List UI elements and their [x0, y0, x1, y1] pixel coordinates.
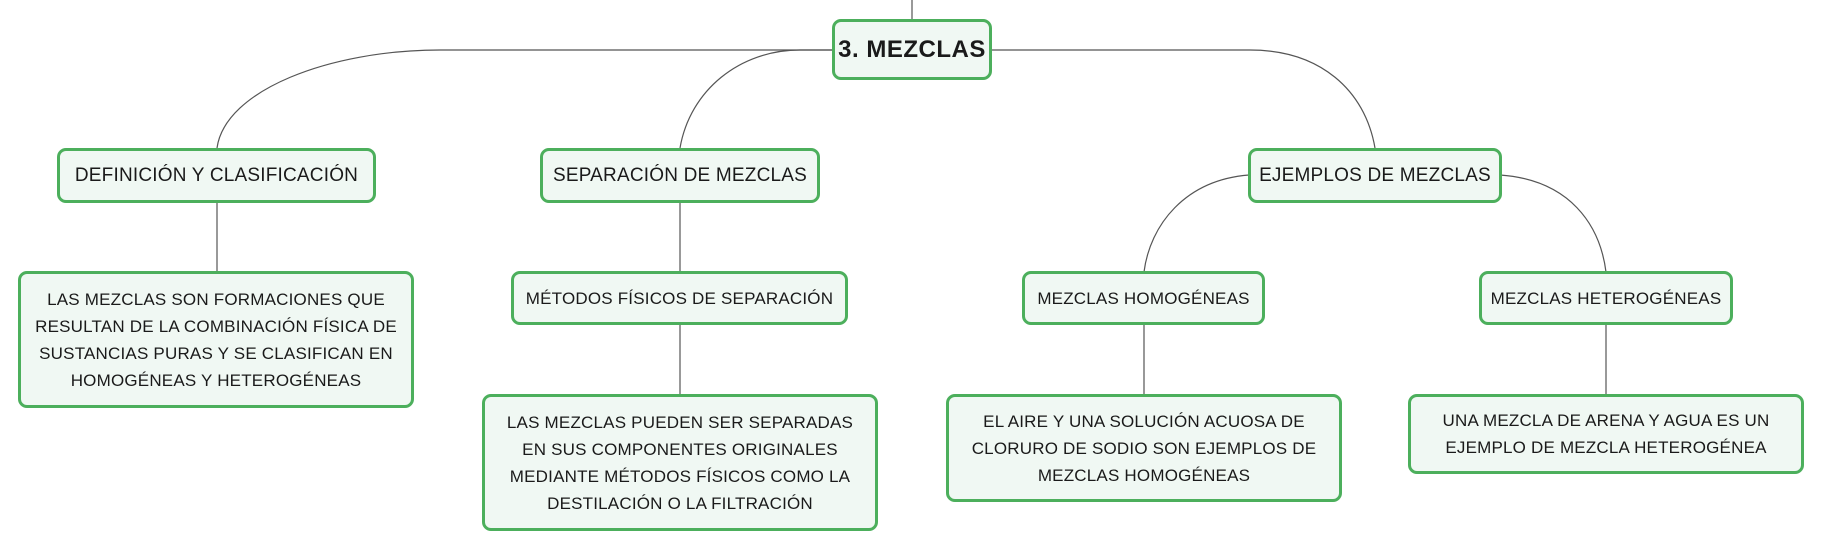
- detail-mezclas-homogeneas[interactable]: EL AIRE Y UNA SOLUCIÓN ACUOSA DE CLORURO…: [946, 394, 1342, 502]
- detail-definicion[interactable]: LAS MEZCLAS SON FORMACIONES QUE RESULTAN…: [18, 271, 414, 408]
- branch-definicion-clasificacion[interactable]: DEFINICIÓN Y CLASIFICACIÓN: [57, 148, 376, 203]
- sub-mezclas-homogeneas[interactable]: MEZCLAS HOMOGÉNEAS: [1022, 271, 1265, 325]
- sub-metodos-fisicos[interactable]: MÉTODOS FÍSICOS DE SEPARACIÓN: [511, 271, 848, 325]
- sub-mezclas-heterogeneas[interactable]: MEZCLAS HETEROGÉNEAS: [1479, 271, 1733, 325]
- connector-root-ejemplos: [990, 49, 1376, 149]
- connector-ejemplos-homogeneas: [1143, 174, 1250, 273]
- root-node-mezclas[interactable]: 3. MEZCLAS: [832, 19, 992, 80]
- connector-ejemplos-heterogeneas: [1499, 174, 1607, 273]
- branch-ejemplos-mezclas[interactable]: EJEMPLOS DE MEZCLAS: [1248, 148, 1502, 203]
- connector-root-separacion: [679, 49, 833, 149]
- connector-root-definicion: [216, 49, 833, 149]
- detail-mezclas-heterogeneas[interactable]: UNA MEZCLA DE ARENA Y AGUA ES UN EJEMPLO…: [1408, 394, 1804, 474]
- detail-metodos-fisicos[interactable]: LAS MEZCLAS PUEDEN SER SEPARADAS EN SUS …: [482, 394, 878, 531]
- branch-separacion-mezclas[interactable]: SEPARACIÓN DE MEZCLAS: [540, 148, 820, 203]
